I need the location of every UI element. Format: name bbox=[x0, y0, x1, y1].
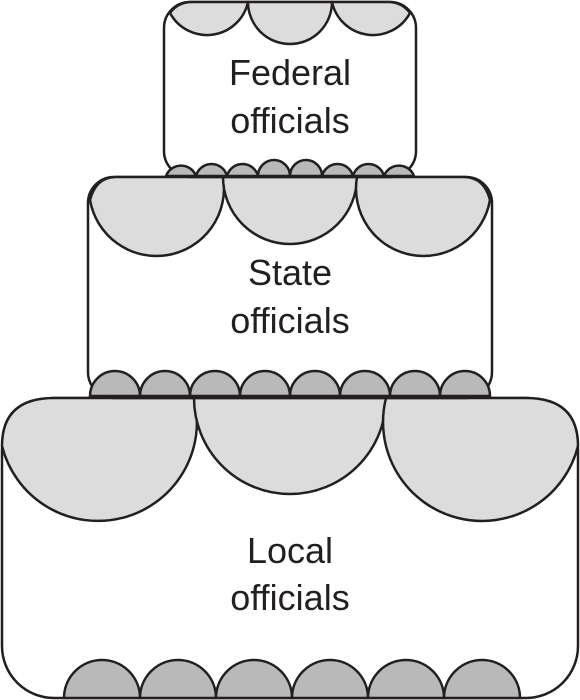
bead bbox=[382, 164, 416, 178]
tier-local-label-line2: officials bbox=[230, 577, 349, 618]
drape bbox=[330, 0, 412, 37]
tier-federal: Federal officials bbox=[162, 0, 418, 179]
bead bbox=[438, 369, 492, 398]
tier-state-beads bbox=[88, 369, 492, 398]
drape bbox=[354, 175, 492, 258]
tier-federal-beads bbox=[164, 158, 416, 178]
bead bbox=[138, 658, 218, 700]
bead bbox=[366, 658, 446, 700]
drape bbox=[88, 175, 226, 258]
bead bbox=[288, 158, 324, 178]
drape bbox=[221, 175, 359, 246]
bead bbox=[338, 369, 392, 398]
tier-local-label-line1: Local bbox=[247, 530, 333, 571]
bead bbox=[442, 658, 522, 700]
bead bbox=[138, 369, 192, 398]
tier-local-beads bbox=[62, 658, 522, 700]
tier-state-label-line2: officials bbox=[230, 300, 349, 341]
tier-state: State officials bbox=[86, 175, 494, 400]
bead bbox=[351, 162, 386, 178]
drape bbox=[246, 0, 334, 46]
bead bbox=[320, 162, 355, 178]
tier-federal-label-line2: officials bbox=[230, 100, 349, 141]
tier-federal-label-line1: Federal bbox=[229, 52, 351, 93]
tier-local: Local officials bbox=[0, 396, 580, 700]
bead bbox=[88, 369, 142, 398]
bead bbox=[188, 369, 242, 398]
tier-federal-drapes bbox=[168, 0, 412, 46]
bead bbox=[194, 162, 229, 178]
drape bbox=[381, 396, 580, 523]
bead bbox=[388, 369, 442, 398]
bead bbox=[290, 658, 370, 700]
tier-local-drapes bbox=[0, 396, 580, 523]
drape bbox=[192, 396, 388, 496]
tier-state-label-line1: State bbox=[248, 252, 332, 293]
bead bbox=[62, 658, 142, 700]
bead bbox=[288, 369, 342, 398]
bead bbox=[238, 369, 292, 398]
drape bbox=[168, 0, 250, 37]
drape bbox=[0, 396, 199, 523]
tier-state-drapes bbox=[88, 175, 492, 258]
bead bbox=[214, 658, 294, 700]
